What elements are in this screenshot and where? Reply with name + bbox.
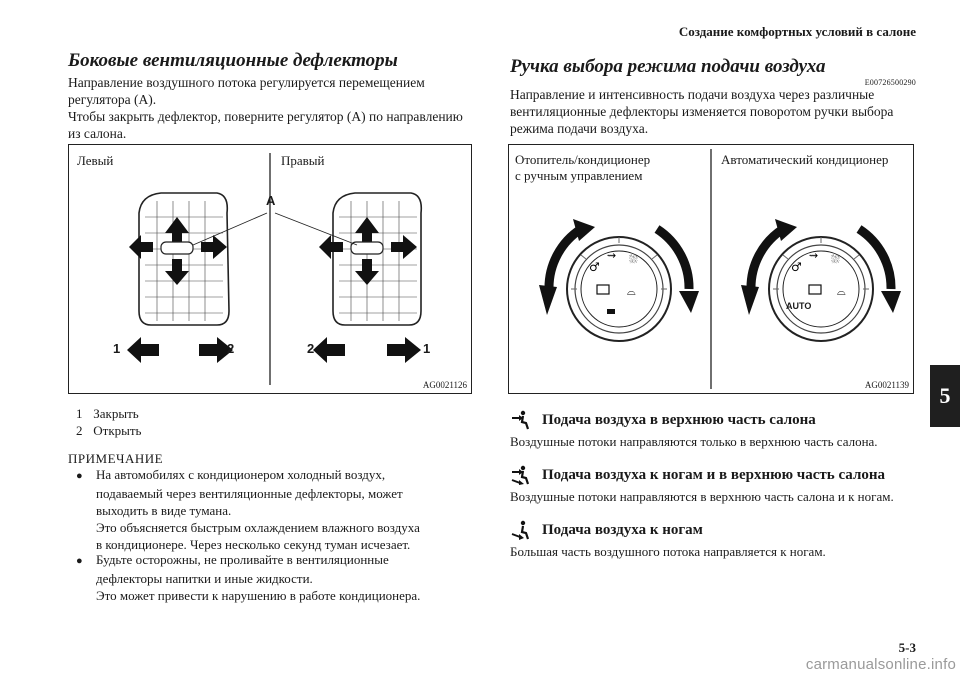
face-vent-icon <box>512 410 530 430</box>
svg-text:⌓: ⌓ <box>837 285 846 298</box>
note-line: выходить в виде тумана. <box>96 503 232 518</box>
section-title-mode-selector: Ручка выбора режима подачи воздуха <box>510 56 826 77</box>
figure-id: AG0021126 <box>422 380 467 390</box>
note-title: ПРИМЕЧАНИЕ <box>68 451 164 466</box>
mode-title-text: Подача воздуха в верхнюю часть салона <box>542 411 816 428</box>
side-vents-figure: Левый Правый <box>68 144 472 394</box>
legend-number: 2 <box>76 423 83 438</box>
section-title-side-vents: Боковые вентиляционные дефлекторы <box>68 50 398 71</box>
figure-label-left: Левый <box>77 153 114 168</box>
left-paragraph-line-3: Чтобы закрыть дефлектор, поверните регул… <box>68 109 463 124</box>
auto-mode-label: AUTO <box>786 301 812 311</box>
running-head: Создание комфортных условий в салоне <box>678 24 916 39</box>
svg-text:⛆: ⛆ <box>629 253 638 266</box>
note-line: подаваемый через вентиляционные дефлекто… <box>96 486 403 501</box>
regulator-label-a: A <box>266 193 276 208</box>
figure-label-auto: Автоматический кондиционер <box>721 152 889 167</box>
svg-text:⇝: ⇝ <box>809 249 818 262</box>
left-paragraph-line-1: Направление воздушного потока регулирует… <box>68 75 425 90</box>
svg-text:⛆: ⛆ <box>831 253 840 266</box>
legend-text: Открыть <box>93 423 142 438</box>
right-paragraph-line-2: вентиляционные дефлекторы изменяется пов… <box>510 104 894 119</box>
legend-item-close: 1 Закрыть <box>76 405 139 422</box>
right-paragraph-line-1: Направление и интенсивность подачи возду… <box>510 87 875 102</box>
watermark: carmanualsonline.info <box>805 656 956 673</box>
mode-title-text: Подача воздуха к ногам <box>542 521 703 538</box>
arrow-label-close-right: 1 <box>423 341 431 356</box>
bullet-icon: ● <box>76 470 83 482</box>
mode-foot-title: Подача воздуха к ногам <box>510 520 703 540</box>
left-paragraph-line-4: из салона. <box>68 126 127 141</box>
bullet-icon: ● <box>76 555 83 567</box>
mode-bilevel-title: Подача воздуха к ногам и в верхнюю часть… <box>510 465 885 485</box>
mode-foot-desc: Большая часть воздушного потока направля… <box>510 544 826 559</box>
foot-vent-icon <box>511 520 530 540</box>
note-line: Это объясняется быстрым охлаждением влаж… <box>96 520 420 535</box>
note-line: Это может привести к нарушению в работе … <box>96 588 421 603</box>
side-vents-illustration <box>127 153 423 385</box>
chapter-tab: 5 <box>930 365 960 427</box>
arrow-label-open-left: 2 <box>227 341 235 356</box>
svg-text:⌓: ⌓ <box>627 285 636 298</box>
figure-label-manual-line-1: Отопитель/кондиционер <box>515 152 651 167</box>
mode-selector-figure: Отопитель/кондиционер с ручным управлени… <box>508 144 914 394</box>
mode-face-desc: Воздушные потоки направляются только в в… <box>510 434 878 449</box>
figure-label-right: Правый <box>281 153 325 168</box>
note-line: в кондиционере. Через несколько секунд т… <box>96 537 411 552</box>
note-bullet-1: ● На автомобилях с кондиционером холодный… <box>76 466 476 553</box>
page-number: 5-3 <box>898 640 916 655</box>
note-line: дефлекторы напитки и иные жидкости. <box>96 571 313 586</box>
note-bullet-2: ● Будьте осторожны, не проливайте в венти… <box>76 551 476 604</box>
right-paragraph-line-3: режима подачи воздуха. <box>510 121 649 136</box>
legend-item-open: 2 Открыть <box>76 422 141 439</box>
mode-title-text: Подача воздуха к ногам и в верхнюю часть… <box>542 466 886 483</box>
mode-knobs-illustration: ♂ ⇝ ⛆ ⌓ ♂ ⇝ ⛆ ⌓ <box>539 149 901 389</box>
note-line: Будьте осторожны, не проливайте в вентил… <box>96 552 389 567</box>
figure-label-manual-line-2: с ручным управлением <box>515 168 643 183</box>
mode-bilevel-desc: Воздушные потоки направляются в верхнюю … <box>510 489 894 504</box>
svg-text:♂: ♂ <box>791 260 802 274</box>
left-paragraph-line-2: регулятора (A). <box>68 92 157 107</box>
section-code: E00726500290 <box>864 78 916 87</box>
svg-text:⇝: ⇝ <box>607 249 616 262</box>
mode-face-title: Подача воздуха в верхнюю часть салона <box>510 410 816 430</box>
figure-id: AG0021139 <box>864 380 909 390</box>
arrow-label-close-left: 1 <box>113 341 121 356</box>
legend-number: 1 <box>76 406 83 421</box>
bi-level-vent-icon <box>511 465 530 485</box>
arrow-label-open-right: 2 <box>307 341 315 356</box>
legend-text: Закрыть <box>93 406 139 421</box>
note-line: На автомобилях с кондиционером холодный … <box>96 467 386 482</box>
svg-text:♂: ♂ <box>589 260 600 274</box>
